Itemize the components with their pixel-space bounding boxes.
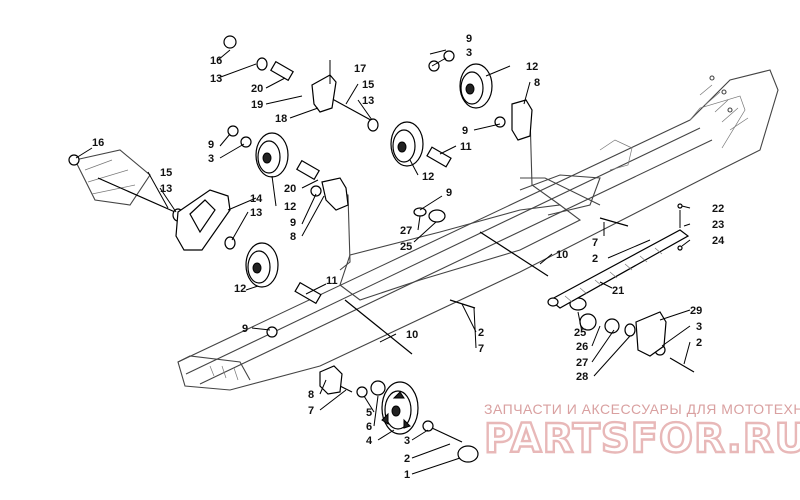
callout-25: 25 [574, 327, 586, 339]
callout-16: 16 [210, 55, 222, 67]
callout-8: 8 [290, 231, 296, 243]
rear-idler-wheel [381, 381, 419, 435]
callout-18: 18 [275, 113, 287, 125]
callout-9: 9 [242, 323, 248, 335]
callout-17: 17 [354, 63, 366, 75]
callout-20: 20 [284, 183, 296, 195]
callout-26: 26 [576, 341, 588, 353]
callout-9: 9 [446, 187, 452, 199]
callout-21: 21 [612, 285, 624, 297]
idler-wheel-left-lower [245, 242, 279, 288]
callout-24: 24 [712, 235, 725, 247]
callout-5: 5 [366, 407, 372, 419]
callout-12: 12 [526, 61, 538, 73]
callout-2: 2 [478, 327, 484, 339]
callout-2: 2 [696, 337, 702, 349]
callout-7: 7 [478, 343, 484, 355]
callout-23: 23 [712, 219, 724, 231]
callout-22: 22 [712, 203, 724, 215]
callout-3: 3 [404, 435, 410, 447]
idler-wheel-upper-right [459, 63, 493, 109]
callout-25: 25 [400, 241, 412, 253]
callout-9: 9 [290, 217, 296, 229]
callout-12: 12 [234, 283, 246, 295]
callout-19: 19 [251, 99, 263, 111]
watermark: ЗАПЧАСТИ И АКСЕССУАРЫ ДЛЯ МОТОТЕХНИКИ PA… [483, 401, 800, 463]
callout-9: 9 [208, 139, 214, 151]
callout-16: 16 [92, 137, 104, 149]
callout-3: 3 [208, 153, 214, 165]
callout-2: 2 [592, 253, 598, 265]
callout-13: 13 [210, 73, 222, 85]
callout-8: 8 [534, 77, 540, 89]
watermark-brand: PARTSFOR.RU [484, 416, 800, 462]
callout-7: 7 [308, 405, 314, 417]
callout-9: 9 [462, 125, 468, 137]
spacers-and-bushings [68, 35, 666, 463]
callout-3: 3 [696, 321, 702, 333]
callout-10: 10 [406, 329, 418, 341]
callout-13: 13 [250, 207, 262, 219]
callout-11: 11 [326, 275, 338, 287]
callout-20: 20 [251, 83, 263, 95]
callout-27: 27 [400, 225, 412, 237]
callout-28: 28 [576, 371, 588, 383]
callout-2: 2 [404, 453, 410, 465]
callout-6: 6 [366, 421, 372, 433]
idler-wheel-upper-middle [390, 121, 424, 167]
brackets [175, 74, 667, 395]
limiter-strap [547, 203, 690, 309]
callout-12: 12 [422, 171, 434, 183]
callout-12: 12 [284, 201, 296, 213]
callout-15: 15 [160, 167, 172, 179]
callout-9: 9 [466, 33, 472, 45]
idler-wheel-left-upper [255, 132, 289, 178]
watermark-caption: ЗАПЧАСТИ И АКСЕССУАРЫ ДЛЯ МОТОТЕХНИКИ [484, 401, 800, 417]
callout-3: 3 [466, 47, 472, 59]
callout-27: 27 [576, 357, 588, 369]
callout-4: 4 [366, 435, 373, 447]
callout-13: 13 [362, 95, 374, 107]
callout-14: 14 [250, 193, 263, 205]
callout-8: 8 [308, 389, 314, 401]
leader-lines [75, 49, 691, 475]
callout-15: 15 [362, 79, 374, 91]
callout-10: 10 [556, 249, 568, 261]
callout-13: 13 [160, 183, 172, 195]
callout-11: 11 [460, 141, 472, 153]
callout-7: 7 [592, 237, 598, 249]
callout-1: 1 [404, 469, 410, 481]
callout-29: 29 [690, 305, 702, 317]
callout-numbers: 16 13 20 19 18 17 15 13 9 3 12 8 9 11 12… [92, 33, 725, 481]
